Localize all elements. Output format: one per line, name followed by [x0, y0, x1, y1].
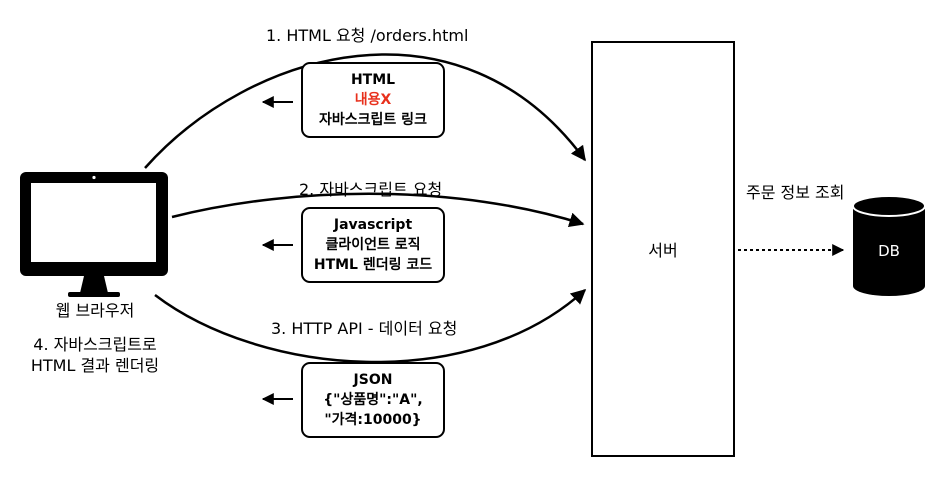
client-step4-line-2: HTML 결과 렌더링 [30, 356, 160, 375]
monitor-icon [20, 172, 168, 297]
response-1-line-2: 내용X [354, 92, 392, 108]
response-3-line-2: {"상품명":"A", [323, 392, 423, 408]
response-3-line-1: JSON [353, 372, 393, 388]
client-name: 웹 브라우저 [55, 301, 135, 320]
database-icon: DB [852, 195, 926, 296]
request-2-curve [171, 192, 585, 228]
response-3-box: JSON {"상품명":"A", "가격:10000} [301, 362, 445, 438]
response-2-box: Javascript 클라이언트 로직 HTML 렌더링 코드 [301, 207, 445, 283]
response-1-line-3: 자바스크립트 링크 [319, 112, 427, 128]
request-1-curve [144, 53, 587, 169]
db-query-label: 주문 정보 조회 [746, 183, 845, 202]
response-1-box: HTML 내용X 자바스크립트 링크 [301, 62, 445, 138]
client-step4-caption: 4. 자바스크립트로 HTML 결과 렌더링 [10, 334, 180, 376]
response-2-line-3: HTML 렌더링 코드 [313, 257, 433, 273]
client-step4-line-1: 4. 자바스크립트로 [33, 335, 157, 354]
request-1-label: 1. HTML 요청 /orders.html [266, 26, 469, 45]
request-2-label: 2. 자바스크립트 요청 [299, 180, 443, 199]
response-3-line-3: "가격:10000} [324, 412, 422, 428]
request-3-label: 3. HTTP API - 데이터 요청 [271, 319, 458, 338]
response-1-line-1: HTML [350, 72, 396, 88]
db-label: DB [878, 242, 900, 260]
server-label: 서버 [648, 241, 678, 260]
request-3-curve [154, 288, 587, 364]
response-2-line-2: 클라이언트 로직 [325, 237, 421, 253]
server-box: 서버 [591, 41, 735, 457]
response-2-line-1: Javascript [333, 217, 413, 233]
